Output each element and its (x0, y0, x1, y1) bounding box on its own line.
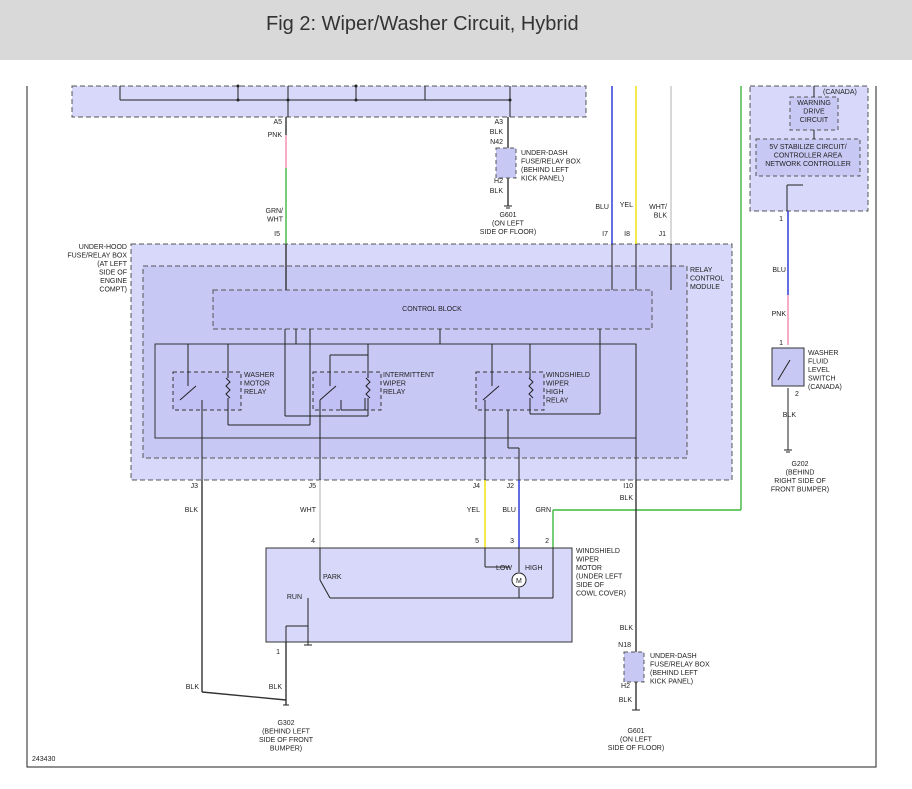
under-dash-fuse-box-1 (495, 147, 517, 179)
wiper-motor-box (265, 547, 573, 643)
control-block (212, 289, 653, 330)
label-motor-high: HIGH (525, 565, 543, 572)
top-wires (285, 86, 742, 548)
label-top_connectors-i8: I8 (624, 231, 630, 238)
label-top_connectors-a3: A3 (494, 119, 503, 126)
label-motor-park: PARK (323, 574, 342, 581)
label-bottom-blk_top: BLK (620, 625, 634, 632)
label-mid_connectors-j4: J4 (473, 483, 481, 490)
label-mid_connectors-j3: J3 (191, 483, 199, 490)
label-bottom-blk_r: BLK (269, 684, 283, 691)
label-right_module-pnk: PNK (772, 311, 787, 318)
label-top_connectors-i7: I7 (602, 231, 608, 238)
label-right_module-pin2: 2 (795, 391, 799, 398)
label-figure_number: 243430 (32, 756, 55, 763)
label-mid_connectors-yel: YEL (467, 507, 480, 514)
label-top_connectors-wht_blk: WHT/BLK (649, 204, 667, 220)
label-motor-pin2: 2 (545, 538, 549, 545)
page-title: Fig 2: Wiper/Washer Circuit, Hybrid (266, 13, 579, 35)
label-mid_connectors-j5: J5 (309, 483, 317, 490)
label-top_connectors-blk2: BLK (490, 188, 504, 195)
label-right_module-pin1: 1 (779, 216, 783, 223)
label-top_connectors-yel: YEL (620, 202, 633, 209)
label-mid_connectors-wht: WHT (300, 507, 317, 514)
label-mid_connectors-blu: BLU (502, 507, 516, 514)
label-top_connectors-h2: H2 (494, 178, 503, 185)
stabilize-box (755, 138, 861, 177)
label-right_module-canada: (CANADA) (823, 89, 857, 96)
label-mid_connectors-blk2: BLK (620, 495, 634, 502)
label-top_connectors-blk1: BLK (490, 129, 504, 136)
label-mid_connectors-j2: J2 (507, 483, 515, 490)
label-motor-pin3: 3 (510, 538, 514, 545)
label-top_connectors-j1: J1 (659, 231, 667, 238)
can-module-lines (786, 86, 815, 211)
label-bottom-blk_l: BLK (186, 684, 200, 691)
label-bottom-blk: BLK (619, 697, 633, 704)
label-right_module-pin1b: 1 (779, 340, 783, 347)
label-motor-pin4: 4 (311, 538, 315, 545)
relay-contacts (179, 329, 637, 480)
diagram-frame (26, 86, 877, 768)
title-bar: Fig 2: Wiper/Washer Circuit, Hybrid (0, 0, 912, 60)
windshield-relay-box (475, 371, 545, 411)
label-motor-pin1: 1 (276, 649, 280, 656)
label-top_connectors-pnk: PNK (268, 132, 283, 139)
motor-internals (285, 548, 554, 645)
intermittent-relay-box (312, 371, 382, 411)
label-bottom-n18: N18 (618, 642, 631, 649)
label-motor-m: M (516, 578, 522, 585)
label-top_connectors-i5: I5 (274, 231, 280, 238)
label-motor-run: RUN (287, 594, 302, 601)
combination-switch-box (71, 85, 587, 118)
ground-symbols (283, 205, 792, 711)
label-motor-low: LOW (496, 565, 512, 572)
switch-internal-lines (119, 84, 512, 117)
label-mid_connectors-blk: BLK (185, 507, 199, 514)
washer-fluid-switch-box (771, 347, 805, 387)
label-right_module-blu: BLU (772, 267, 786, 274)
label-control_block: CONTROL BLOCK (402, 306, 462, 313)
label-right_module-blk: BLK (783, 412, 797, 419)
label-top_connectors-blu: BLU (595, 204, 609, 211)
label-top_connectors-n42: N42 (490, 139, 503, 146)
under-dash-fuse-box-2 (623, 651, 645, 683)
label-mid_connectors-i10: I10 (623, 483, 633, 490)
label-top_connectors-grn_wht: GRN/WHT (266, 208, 284, 224)
label-motor-pin5: 5 (475, 538, 479, 545)
washer-relay-box (172, 371, 242, 411)
label-top_connectors-a5: A5 (273, 119, 282, 126)
middle-wires (201, 480, 637, 710)
label-bottom-h2: H2 (621, 683, 630, 690)
label-mid_connectors-grn: GRN (535, 507, 551, 514)
